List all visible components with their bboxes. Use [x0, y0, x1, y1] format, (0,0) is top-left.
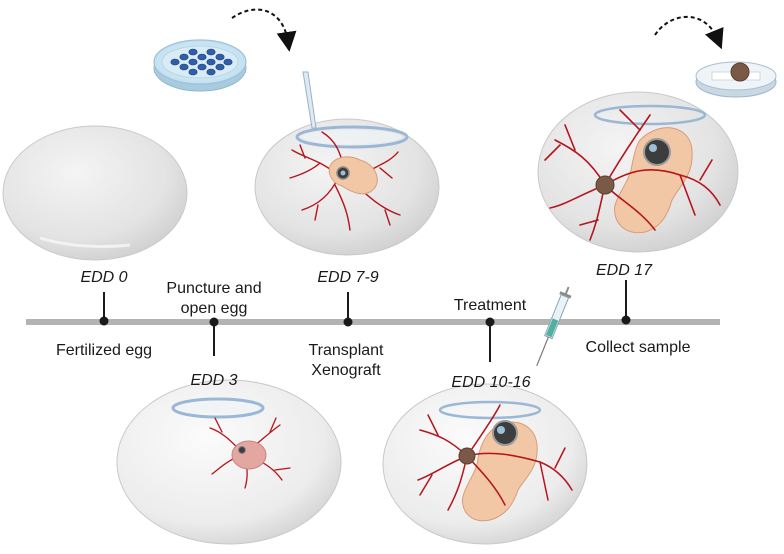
transfer-arrow-left	[231, 8, 297, 52]
sample-dish-illustration	[695, 61, 777, 98]
marker-edd7	[343, 292, 353, 327]
label-edd10: EDD 10-16	[451, 374, 531, 391]
syringe-illustration	[536, 286, 572, 367]
egg-collect-illustration	[537, 91, 739, 253]
marker-edd0	[99, 292, 109, 326]
petri-dish-cells-illustration	[153, 39, 247, 92]
timeline-bar	[26, 319, 720, 325]
marker-edd17	[621, 280, 631, 325]
egg-transplant-illustration	[254, 71, 440, 256]
label-edd17-description: Collect sample	[585, 339, 691, 356]
egg-open-illustration	[116, 379, 342, 545]
marker-edd3	[209, 317, 219, 356]
label-edd3-description-line1: Puncture and	[166, 280, 262, 297]
transfer-arrow-right	[654, 15, 724, 50]
label-edd0-description: Fertilized egg	[55, 342, 153, 359]
label-edd3-description-line2: open egg	[180, 300, 248, 317]
marker-edd10	[485, 317, 495, 362]
label-edd7-description-line2: Xenograft	[311, 362, 381, 379]
label-edd10-description: Treatment	[453, 297, 527, 314]
label-edd7: EDD 7-9	[317, 269, 379, 286]
label-edd7-description-line1: Transplant	[308, 342, 384, 359]
label-edd17: EDD 17	[595, 262, 653, 279]
label-edd3: EDD 3	[190, 372, 238, 389]
egg-fertilized-illustration	[2, 125, 188, 261]
egg-treatment-illustration	[382, 383, 588, 545]
label-edd0: EDD 0	[80, 269, 128, 286]
